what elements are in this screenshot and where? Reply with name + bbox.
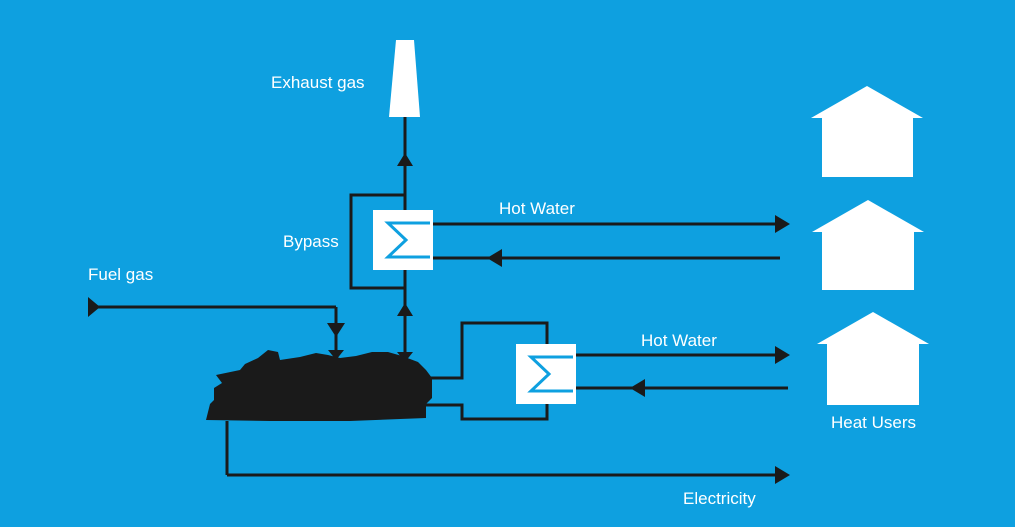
house-icon-2 [812,200,924,290]
supply-arrow-upper [775,215,790,233]
engine-icon [206,350,432,421]
supply-arrow-lower [775,346,790,364]
hot-water-label-upper: Hot Water [499,199,575,218]
electricity-arrow [775,466,790,484]
exchanger-symbol-upper [384,221,430,259]
fuel-gas-arrow [327,323,345,337]
bypass-loop-line [349,193,405,290]
house-icon-3 [817,312,929,405]
jacket-water-out-line [426,321,549,380]
house-icon-1 [811,86,923,177]
exhaust-arrow-middle [397,303,413,316]
exhaust-stack-icon [389,40,420,117]
hot-water-label-lower: Hot Water [641,331,717,350]
exhaust-arrow-engine [397,352,413,362]
exhaust-arrow-top [397,153,413,166]
jacket-water-return-line [426,400,549,421]
jacket-heat-exchanger-icon [516,344,576,404]
electricity-label: Electricity [683,489,756,508]
exchanger-symbol-lower [527,355,573,393]
exhaust-gas-label: Exhaust gas [271,73,365,92]
fuel-gas-start-arrow [88,297,100,317]
heat-users-label: Heat Users [831,413,917,432]
exhaust-heat-exchanger-icon [373,210,433,270]
bypass-label: Bypass [283,232,339,251]
return-arrow-upper [487,249,502,267]
return-arrow-lower [630,379,645,397]
fuel-gas-label: Fuel gas [88,265,154,284]
fuel-gas-arrow-engine [328,350,344,360]
